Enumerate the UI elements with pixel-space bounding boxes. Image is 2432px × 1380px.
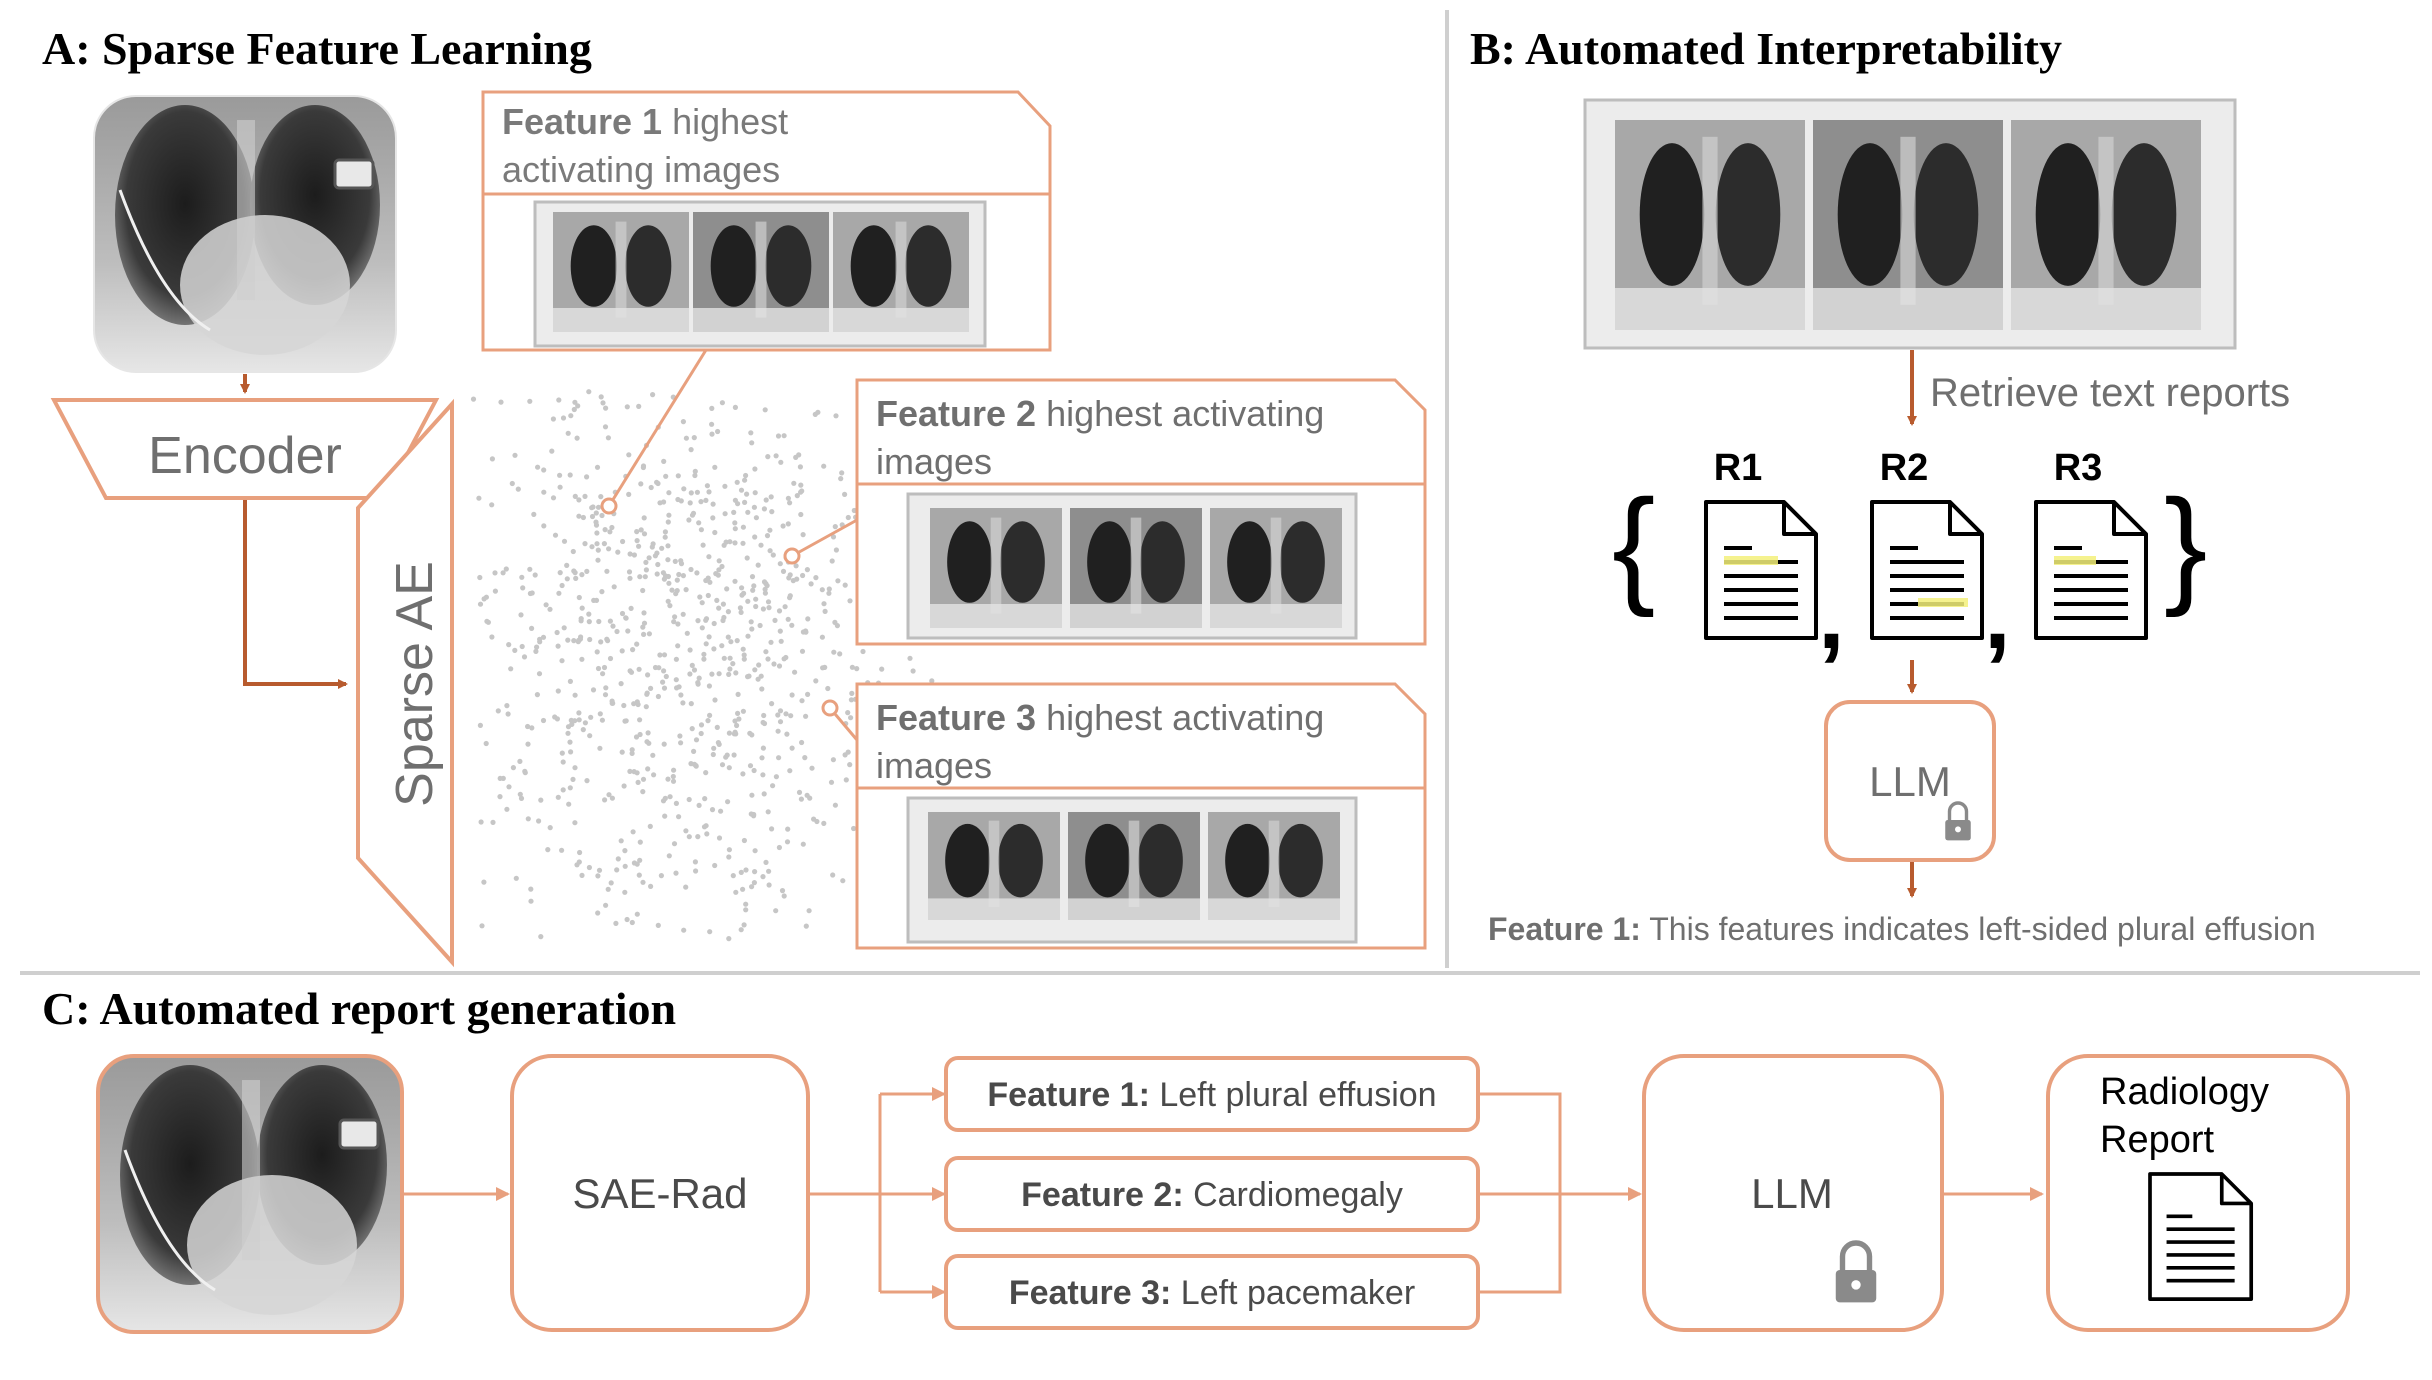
feature-3-header: Feature 3 highest activating: [876, 697, 1324, 738]
retrieve-label: Retrieve text reports: [1930, 371, 2290, 415]
sparse-ae-label: Sparse AE: [386, 561, 444, 807]
feature-2-text-c: Feature 2: Cardiomegaly: [1021, 1176, 1403, 1214]
feature-1-header: Feature 1 highest: [502, 101, 788, 142]
report-r3-document-icon: [2034, 500, 2148, 640]
brace-close: }: [2164, 472, 2207, 618]
feature-3-rest-c: Left pacemaker: [1171, 1274, 1415, 1312]
xray-main-c: [98, 1056, 402, 1332]
feature-3-bold: Feature 3: [876, 697, 1036, 738]
feature-1-point: [600, 497, 618, 515]
report-r2-label: R2: [1880, 447, 1929, 489]
chest-xray-thumbnail: [1208, 812, 1340, 920]
chest-xray-thumbnail: [693, 212, 829, 332]
chest-xray-thumbnail: [2011, 120, 2201, 330]
feature-2-bold-c: Feature 2:: [1021, 1176, 1184, 1214]
feature-2-header: Feature 2 highest activating: [876, 393, 1324, 434]
interpretation-result: Feature 1: This features indicates left-…: [1488, 911, 2316, 947]
report-r2-document-icon: [1870, 500, 1984, 640]
xray-main-c-frame: [96, 1054, 404, 1334]
feature-1-bold-c: Feature 1:: [987, 1076, 1150, 1114]
fanin-lines: [1480, 1092, 1630, 1294]
report-title-line2: Report: [2100, 1119, 2214, 1161]
feature-2-pointer: [791, 518, 858, 558]
feature-2-box-c: [944, 1156, 1480, 1232]
panel-b-title: B: Automated Interpretability: [1470, 23, 2062, 74]
feature-1-bold: Feature 1: [502, 101, 662, 142]
chest-xray-thumbnail: [930, 508, 1062, 628]
feature-1-pointer: [607, 349, 708, 507]
result-text: This features indicates left-sided plura…: [1641, 911, 2316, 947]
encoder-label: Encoder: [148, 427, 342, 485]
panel-a-title: A: Sparse Feature Learning: [42, 23, 592, 74]
llm-label-c: LLM: [1751, 1170, 1833, 1217]
report-r3-label: R3: [2054, 447, 2103, 489]
report-r1-label: R1: [1714, 447, 1763, 489]
sae-rad-label: SAE-Rad: [572, 1170, 747, 1217]
feature-2-callout: Feature 2 highest activating images: [855, 378, 1427, 646]
feature-3-box-c: [944, 1254, 1480, 1330]
feature-1-box-c: [944, 1056, 1480, 1132]
xray-main-a: [94, 96, 396, 372]
fanout-lines: [810, 1092, 940, 1294]
feature-1-rest: highest: [662, 101, 788, 142]
feature-2-bold: Feature 2: [876, 393, 1036, 434]
feature-2-point: [783, 547, 801, 565]
chest-xray-thumbnail: [553, 212, 689, 332]
feature-2-rest-c: Cardiomegaly: [1184, 1176, 1403, 1214]
feature-3-line2: images: [876, 745, 992, 786]
feature-3-callout: Feature 3 highest activating images: [855, 682, 1427, 950]
feature-3-bold-c: Feature 3:: [1009, 1274, 1172, 1312]
result-bold: Feature 1:: [1488, 911, 1641, 947]
comma-2: ,: [1984, 562, 2011, 669]
chest-xray-thumbnail: [1210, 508, 1342, 628]
feature-3-rest: highest activating: [1036, 697, 1324, 738]
report-title-line1: Radiology: [2100, 1071, 2269, 1113]
arrow-encoder-to-sae: [243, 500, 348, 689]
feature-1-text-c: Feature 1: Left plural effusion: [987, 1076, 1436, 1114]
chest-xray-thumbnail: [1615, 120, 1805, 330]
panel-b-xray-group: [1583, 98, 2237, 350]
feature-2-line2: images: [876, 441, 992, 482]
feature-1-callout: Feature 1 highest activating images: [481, 90, 1052, 352]
feature-1-line2: activating images: [502, 149, 780, 190]
feature-3-text-c: Feature 3: Left pacemaker: [1009, 1274, 1415, 1312]
feature-scatter-plot: [470, 389, 962, 942]
report-document-icon: [2148, 1172, 2254, 1301]
chest-xray-thumbnail: [1813, 120, 2003, 330]
llm-label-b: LLM: [1869, 758, 1951, 805]
chest-xray-thumbnail: [928, 812, 1060, 920]
comma-1: ,: [1818, 562, 1845, 669]
feature-2-rest: highest activating: [1036, 393, 1324, 434]
sae-rad-box: [510, 1054, 810, 1332]
feature-3-point: [821, 699, 839, 717]
chest-xray-thumbnail: [833, 212, 969, 332]
chest-xray-thumbnail: [1070, 508, 1202, 628]
sparse-ae-block: [356, 398, 454, 968]
panel-c-title: C: Automated report generation: [42, 983, 676, 1034]
chest-xray-thumbnail: [1068, 812, 1200, 920]
feature-1-rest-c: Left plural effusion: [1150, 1076, 1437, 1114]
report-r1-document-icon: [1704, 500, 1818, 640]
brace-open: {: [1612, 472, 1655, 618]
